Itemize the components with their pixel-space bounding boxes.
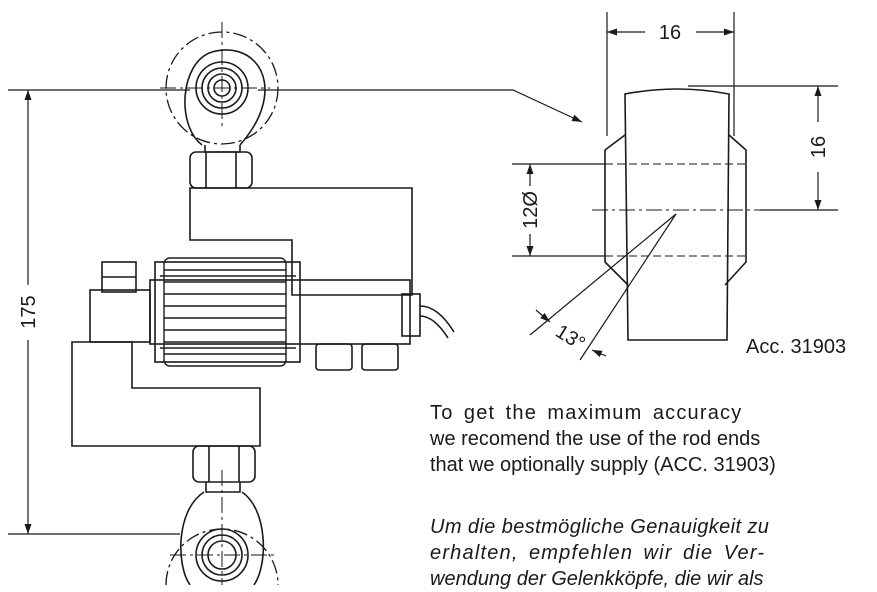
note-english-line-3: that we optionally supply (ACC. 31903) — [430, 454, 776, 476]
note-english: To get the maximum accuracy we recomend … — [430, 400, 860, 478]
width-label: 16 — [659, 22, 681, 44]
cable-gland-connectors — [315, 343, 399, 371]
height-label: 16 — [808, 136, 830, 158]
note-german-line-3: wendung der Gelenkköpfe, die wir als — [430, 568, 764, 590]
upper-bracket — [189, 187, 413, 296]
bore-dimension-lines — [512, 163, 605, 257]
note-english-line-2: we recomend the use of the rod ends — [430, 428, 761, 450]
note-german-line-1: Um die bestmögliche Genauigkeit zu — [430, 516, 770, 538]
cable — [401, 293, 455, 339]
angle-dimension-lines — [529, 213, 677, 361]
bore-diameter-label: 12Ø — [520, 191, 542, 229]
note-german: Um die bestmögliche Genauigkeit zu erhal… — [430, 514, 860, 592]
height-dimension-lines — [688, 85, 838, 211]
bellows — [163, 257, 287, 367]
angle-label: 13° — [552, 321, 589, 356]
note-english-line-1: To get the maximum accuracy — [430, 402, 743, 424]
overall-height-dimension-lines — [8, 89, 190, 535]
detail-leader-arrow — [258, 89, 583, 123]
accessory-label: Acc. 31903 — [746, 336, 846, 358]
width-dimension-lines — [606, 12, 735, 136]
note-german-line-2: erhalten, empfehlen wir die Ver- — [430, 542, 766, 564]
overall-height-label: 175 — [18, 295, 40, 328]
rod-end-detail — [604, 88, 747, 341]
lower-bracket — [71, 341, 261, 447]
upper-center-axes — [160, 22, 270, 128]
